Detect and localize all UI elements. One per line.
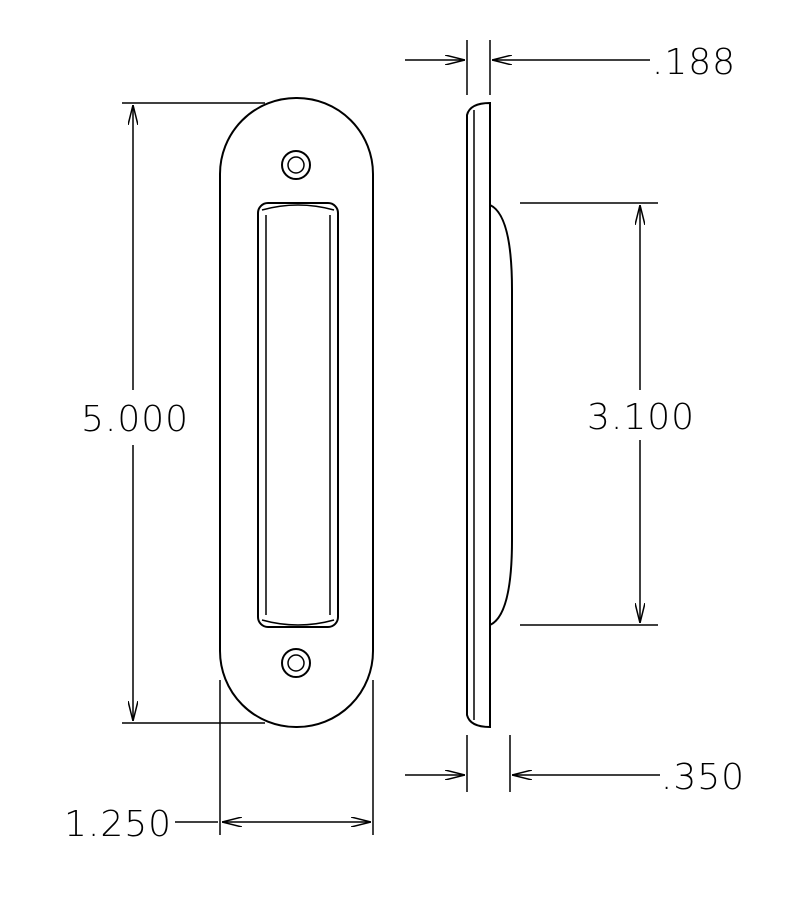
plate-outline: [219, 97, 374, 728]
svg-text:5.000: 5.000: [81, 399, 189, 440]
slot-outer: [257, 202, 339, 628]
dimension-thickness: .188: [405, 40, 736, 95]
screw-hole-top: [281, 150, 311, 180]
screw-hole-bottom: [281, 648, 311, 678]
plate-profile: [466, 101, 491, 729]
svg-text:3.100: 3.100: [587, 397, 695, 438]
front-view: [219, 97, 374, 728]
dimension-width: 1.250: [64, 680, 374, 845]
svg-text:.188: .188: [652, 42, 736, 83]
slot-inner: [261, 204, 335, 626]
svg-text:.350: .350: [661, 757, 745, 798]
dimension-depth: .350: [405, 735, 745, 798]
svg-text:1.250: 1.250: [64, 804, 172, 845]
dimension-recess: 3.100: [520, 202, 695, 626]
side-view: [466, 101, 513, 729]
dimension-height: 5.000: [81, 102, 265, 724]
recess-bulge: [489, 204, 513, 626]
